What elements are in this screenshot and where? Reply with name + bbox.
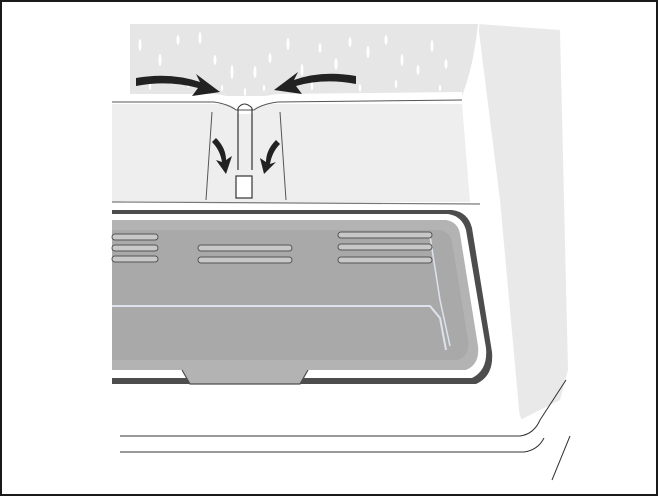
drain-inlet — [237, 103, 253, 109]
tray-highlight — [112, 305, 447, 351]
tray-slots — [111, 231, 433, 264]
lower-panel — [112, 104, 470, 202]
water-drop-icon — [138, 32, 448, 96]
drain-housing-outline — [205, 111, 287, 201]
tray-handle-notch — [181, 369, 309, 385]
upper-panel — [130, 24, 478, 96]
floor-lower-line — [120, 437, 545, 453]
side-wall-edge — [464, 23, 522, 421]
drip-tray — [112, 210, 493, 385]
drain-channel — [237, 108, 253, 170]
floor-edge-line — [120, 379, 567, 437]
drain-opening-icon — [235, 175, 253, 199]
gutter-edge — [112, 99, 463, 111]
side-wall — [478, 24, 568, 420]
panel-seam — [111, 201, 481, 205]
curved-arrow-icon — [136, 72, 356, 174]
tray-corner-highlight — [429, 235, 451, 347]
base-corner-line — [551, 435, 571, 481]
